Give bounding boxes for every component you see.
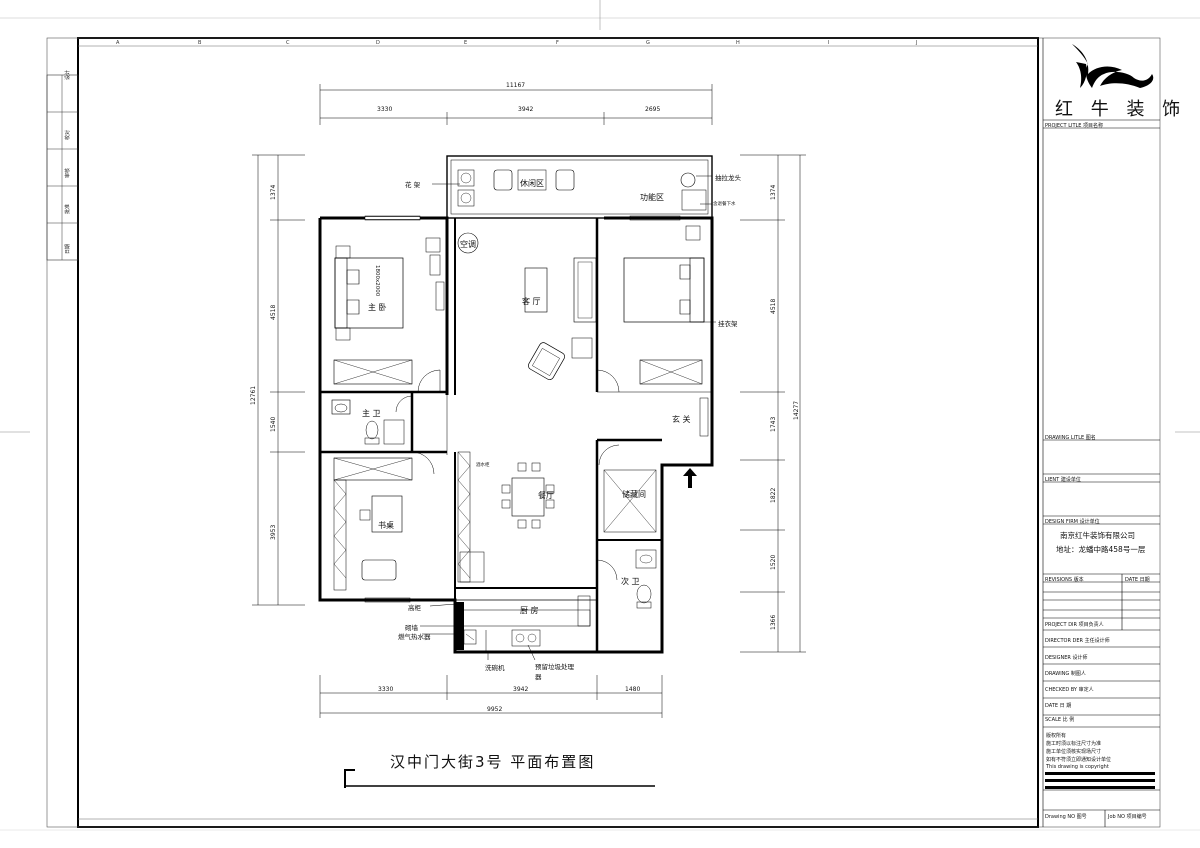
dim-right-seg-2: 4518: [770, 298, 777, 314]
dim-left-seg-1: 1374: [270, 184, 277, 200]
side-stamp-4: 批准: [65, 203, 71, 214]
grid-letter-h: H: [736, 40, 740, 46]
note-wine-cabinet: 酒水柜: [476, 463, 490, 468]
company-address: 地址：龙蟠中路458号一层: [1056, 545, 1146, 554]
tb-drawing-title: DRAWING LITLE 图名: [1045, 435, 1096, 441]
room-storage: 储藏间: [622, 490, 646, 499]
tb-drawing: DRAWING 制图人: [1045, 671, 1086, 677]
side-stamp-1: 设计: [65, 69, 71, 80]
drawing-title: 汉中门大街3号 平面布置图: [390, 753, 596, 771]
room-entrance: 玄 关: [672, 415, 691, 424]
tb-date-hdr: DATE 日期: [1125, 577, 1150, 583]
dim-bottom-seg-3: 1480: [625, 686, 641, 693]
note-tall-cabinet: 高柜: [408, 604, 421, 612]
redacted-line-3: [1045, 786, 1155, 789]
dim-bottom-seg-1: 3330: [378, 686, 394, 693]
dim-right-seg-4: 1822: [770, 487, 777, 503]
copyright-line-5: This drawing is copyright: [1046, 764, 1109, 770]
grid-letter-g: G: [646, 40, 650, 46]
dim-top-seg-2: 3942: [518, 106, 534, 113]
side-stamp-5: 日期: [65, 243, 71, 254]
grid-letter-d: D: [376, 40, 380, 46]
redacted-line-1: [1045, 772, 1155, 775]
room-master-bedroom: 主 卧: [368, 303, 387, 312]
dim-top-total: 11167: [506, 82, 526, 89]
grid-letter-e: E: [464, 40, 468, 46]
grid-letter-j: J: [916, 40, 918, 46]
dim-bottom-total: 9952: [487, 706, 503, 713]
tb-drawing-no: Drawing NO 图号: [1045, 814, 1087, 820]
room-dining: 餐厅: [538, 491, 554, 500]
tb-checked-by: CHECKED BY 审定人: [1045, 687, 1094, 693]
side-stamp-2: 校对: [65, 129, 71, 140]
note-garbage-disposer: 预留垃圾处理器: [535, 663, 574, 681]
dim-right-seg-3: 1743: [770, 416, 777, 432]
company-name: 南京红牛装饰有限公司: [1060, 531, 1135, 540]
side-stamp-3: 审核: [65, 167, 71, 178]
note-water-heater: 燃气热水器: [398, 633, 431, 641]
dim-left-total: 12761: [250, 385, 257, 405]
note-dishwasher: 洗碗机: [485, 664, 505, 672]
note-cut-wall: 砌墙: [405, 624, 418, 632]
dim-top-seg-3: 2695: [645, 106, 661, 113]
company-logo-icon: [1072, 44, 1154, 88]
dim-right-seg-6: 1366: [770, 614, 777, 630]
note-hanger: 挂衣架: [718, 320, 738, 328]
note-drain: 含退餐下水: [713, 202, 736, 207]
room-master-bath: 主 卫: [362, 409, 381, 418]
dim-left-seg-4: 3953: [270, 524, 277, 540]
room-guest-bath: 次 卫: [621, 577, 640, 586]
tb-project-title: PROJECT LITLE 项目名称: [1045, 123, 1104, 129]
room-kitchen: 厨 房: [520, 606, 539, 615]
copyright-line-4: 如有不符须立即通知设计单位: [1046, 757, 1112, 763]
grid-letter-i: I: [828, 40, 830, 46]
note-faucet: 抽拉龙头: [715, 174, 741, 182]
tb-designer: DESIGNER 设计师: [1045, 655, 1088, 661]
tb-design-firm: DESIGN FIRM 设计单位: [1045, 519, 1100, 525]
copyright-line-1: 版权所有: [1046, 733, 1067, 739]
redacted-line-2: [1045, 779, 1155, 782]
note-ac: 空调: [460, 240, 476, 249]
dim-bottom-seg-2: 3942: [513, 686, 529, 693]
grid-letter-b: B: [198, 40, 202, 46]
copyright-line-2: 施工时须以标注尺寸为准: [1046, 741, 1102, 747]
dim-top-seg-1: 3330: [377, 106, 393, 113]
tb-job-no: Job NO 项目编号: [1108, 814, 1147, 820]
room-leisure: 休闲区: [520, 179, 544, 188]
room-living: 客 厅: [522, 297, 541, 306]
dim-right-seg-5: 1520: [770, 554, 777, 570]
tb-scale: SCALE 比 例: [1045, 717, 1075, 723]
room-bed-size: 1800x2000: [374, 265, 380, 297]
dim-right-seg-1: 1374: [770, 184, 777, 200]
tb-date: DATE 日 期: [1045, 703, 1072, 709]
room-function: 功能区: [640, 193, 664, 202]
copyright-line-3: 施工单位须核实现场尺寸: [1046, 749, 1102, 755]
room-study: 书桌: [378, 521, 394, 530]
grid-letter-c: C: [286, 40, 290, 46]
tb-director: DIRECTOR DER 主任设计师: [1045, 638, 1110, 644]
grid-letter-f: F: [556, 40, 559, 46]
dim-right-total: 14277: [793, 400, 800, 420]
dim-left-seg-3: 1540: [270, 416, 277, 432]
dim-left-seg-2: 4518: [270, 304, 277, 320]
tb-revisions: REVISIONS 版本: [1045, 577, 1084, 583]
note-flower-rack: 花 架: [405, 181, 421, 189]
grid-letter-a: A: [116, 40, 120, 46]
tb-client: LIENT 建设单位: [1045, 477, 1081, 483]
company-logo-text: 红 牛 装 饰: [1055, 99, 1187, 120]
tb-project-dir: PROJECT DIR 项目负责人: [1045, 622, 1104, 628]
